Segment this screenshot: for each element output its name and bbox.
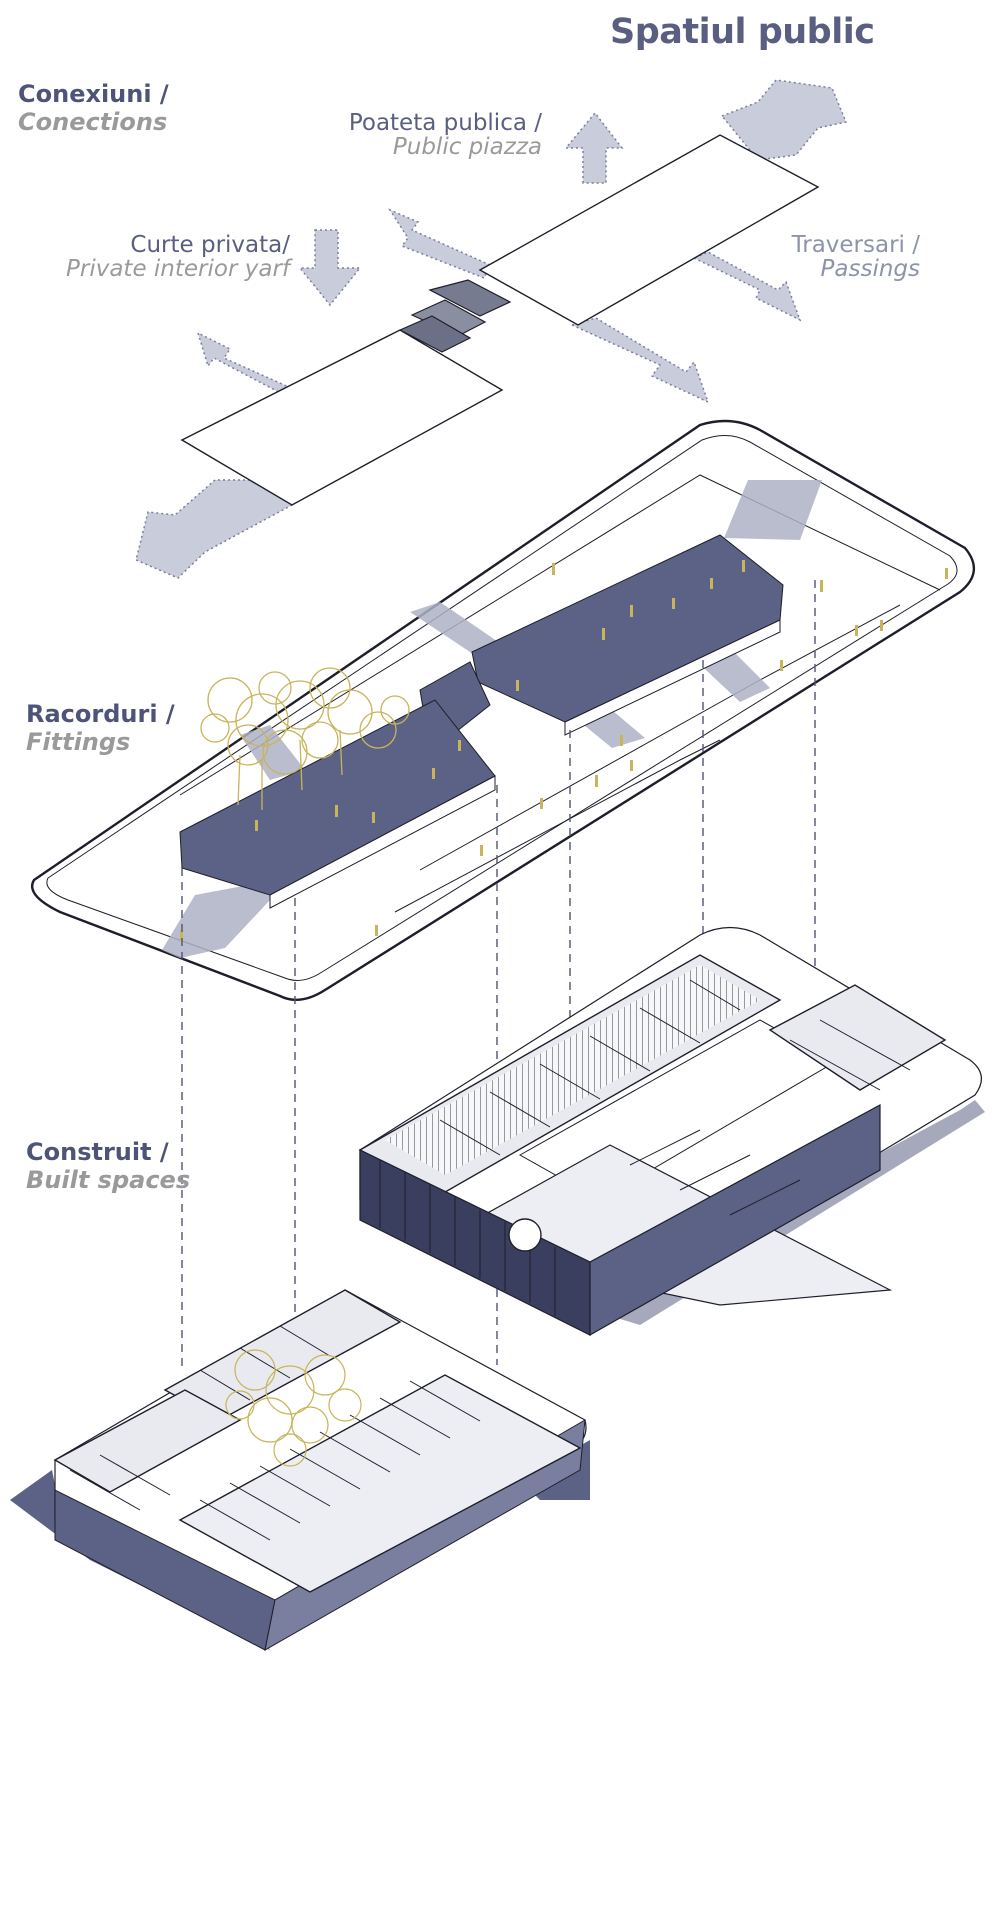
section-fittings-label: Racorduri / bbox=[26, 700, 175, 728]
arrow-passings bbox=[692, 251, 802, 322]
building-east-stair-round bbox=[508, 1218, 542, 1252]
band-west-mid bbox=[240, 725, 305, 780]
site-outline bbox=[31, 419, 975, 1002]
inner-plot-a bbox=[179, 474, 941, 796]
building-west-block-south bbox=[178, 1374, 582, 1593]
arrow-southeast bbox=[569, 317, 710, 404]
arrow-yard-down bbox=[298, 229, 362, 307]
page-title: Spatiul public bbox=[610, 12, 875, 52]
deck-west-face bbox=[269, 775, 496, 909]
annotation-yard-sublabel: Private interior yarf bbox=[66, 256, 290, 282]
connections-layer bbox=[135, 79, 848, 579]
section-connections-label: Conexiuni / bbox=[18, 80, 169, 108]
annotation-piazza-sublabel: Public piazza bbox=[392, 134, 542, 160]
inner-plot-c bbox=[394, 739, 721, 913]
bridge-bar-1 bbox=[428, 279, 512, 317]
arrow-north-up bbox=[564, 111, 624, 184]
section-built-sublabel: Built spaces bbox=[26, 1166, 191, 1194]
top-plate-east bbox=[478, 134, 820, 326]
building-west-trees bbox=[225, 1349, 362, 1467]
deck-east-face bbox=[564, 619, 781, 736]
annotation-passings-label: Traversari / bbox=[791, 232, 920, 258]
section-built-label: Construit / bbox=[26, 1138, 169, 1166]
top-plate-west bbox=[180, 329, 504, 506]
site-inner-line bbox=[46, 435, 958, 981]
building-east-wing-north-top bbox=[385, 965, 760, 1175]
band-west-low bbox=[162, 880, 275, 958]
arrow-northwest bbox=[388, 208, 491, 279]
band-east-top bbox=[724, 480, 822, 540]
bridge-bar-3 bbox=[398, 315, 472, 353]
tree-cluster bbox=[200, 667, 410, 810]
people-figures bbox=[180, 560, 948, 942]
arrow-southwest bbox=[135, 479, 294, 579]
fittings-layer bbox=[31, 419, 975, 1002]
building-west-block-west bbox=[53, 1389, 242, 1493]
building-east-facade-south bbox=[589, 1103, 881, 1337]
annotation-piazza-label: Poateta publica / bbox=[348, 110, 542, 136]
arrow-northeast bbox=[720, 79, 848, 161]
section-fittings-sublabel: Fittings bbox=[26, 728, 131, 756]
building-west bbox=[10, 1289, 590, 1651]
built-layer bbox=[10, 580, 985, 1651]
building-east-wing-east bbox=[768, 984, 947, 1091]
section-connections-sublabel: Conections bbox=[18, 108, 168, 136]
building-east bbox=[358, 926, 985, 1337]
annotation-passings-sublabel: Passings bbox=[820, 256, 920, 282]
annotation-yard-label: Curte privata/ bbox=[130, 232, 290, 258]
